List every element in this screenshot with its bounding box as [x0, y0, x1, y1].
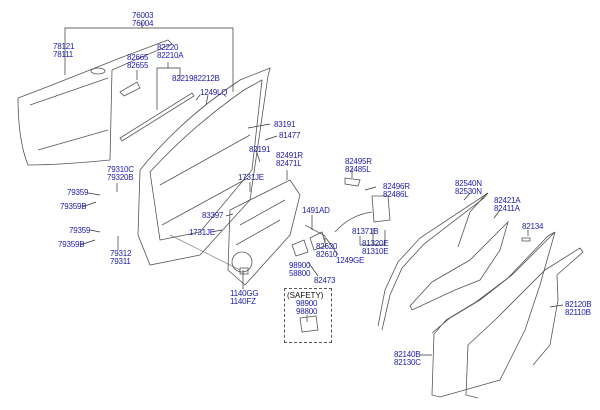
part-number: 82485L [345, 165, 371, 174]
part-number: 98900 [289, 261, 311, 270]
label-82191[interactable]: 82191 [249, 145, 271, 154]
label-1731je-upper[interactable]: 1731JE [238, 173, 264, 182]
part-number: 82140B [394, 350, 421, 359]
belt-weatherstrip [119, 92, 195, 142]
part-number: 58800 [289, 269, 311, 278]
label-83191[interactable]: 83191 [274, 120, 296, 129]
safety-title: (SAFETY) [287, 291, 324, 300]
body-weatherstrip [465, 247, 584, 399]
label-79359b-upper[interactable]: 79359B [60, 202, 87, 211]
part-number: 82655 [127, 61, 149, 70]
part-number: 98800 [296, 307, 318, 316]
label-82473[interactable]: 82473 [314, 276, 336, 285]
part-number: 82120B [565, 300, 592, 309]
outside-handle [119, 81, 141, 97]
label-79359b-lower[interactable]: 79359B [58, 240, 85, 249]
label-1249ge[interactable]: 1249GE [336, 256, 365, 265]
safety-box: (SAFETY) [284, 288, 332, 343]
label-79359-upper[interactable]: 79359 [67, 188, 89, 197]
label-79359-lower[interactable]: 79359 [69, 226, 91, 235]
part-number: 82220 [157, 43, 179, 52]
module-panel [227, 179, 301, 286]
label-82134[interactable]: 82134 [522, 222, 544, 231]
window-glass [409, 220, 509, 311]
part-number: 76004 [132, 19, 154, 28]
safety-motor-part [299, 315, 319, 333]
part-number: 82471L [276, 159, 302, 168]
part-number: 78111 [53, 50, 74, 59]
part-number: 78121 [53, 42, 75, 51]
label-81477[interactable]: 81477 [279, 131, 301, 140]
label-cable[interactable]: 81371B [352, 227, 379, 236]
outer-panel [17, 39, 173, 166]
part-number: 82665 [127, 53, 149, 62]
label-83397[interactable]: 83397 [202, 211, 224, 220]
run-channel [377, 192, 489, 331]
part-number: 82620 [316, 242, 338, 251]
part-number: 82486L [383, 190, 409, 199]
part-number: 82540N [455, 179, 482, 188]
part-number: 82491R [276, 151, 303, 160]
part-number: 82530N [455, 187, 482, 196]
part-number: 82610 [316, 250, 338, 259]
part-number: 81310E [362, 247, 389, 256]
label-clip[interactable]: 8221982212B [172, 74, 220, 83]
latch-assembly [291, 177, 391, 257]
part-number: 82411A [494, 204, 520, 213]
part-number: 79320B [107, 173, 134, 182]
part-number: 98900 [296, 299, 318, 308]
label-1249lq[interactable]: 1249LQ [200, 88, 228, 97]
part-number: 82210A [157, 51, 184, 60]
part-number: 82110B [565, 308, 591, 317]
part-number: 82496R [383, 182, 410, 191]
clip [521, 237, 531, 242]
part-number: 1140GG [230, 289, 259, 298]
part-number: 79311 [110, 257, 131, 266]
label-1731je-lower[interactable]: 1731JE [189, 228, 215, 237]
part-number: 81320E [362, 239, 389, 248]
part-number: 79310C [107, 165, 134, 174]
part-number: 76003 [132, 11, 154, 20]
door-frame [137, 67, 271, 266]
door-weatherstrip [431, 231, 556, 398]
part-number: 82421A [494, 196, 521, 205]
part-number: 82130C [394, 358, 421, 367]
bolt [239, 267, 249, 275]
part-number: 1140FZ [230, 297, 256, 306]
label-1491ad[interactable]: 1491AD [302, 206, 330, 215]
part-number: 82495R [345, 157, 372, 166]
part-number: 79312 [110, 249, 132, 258]
